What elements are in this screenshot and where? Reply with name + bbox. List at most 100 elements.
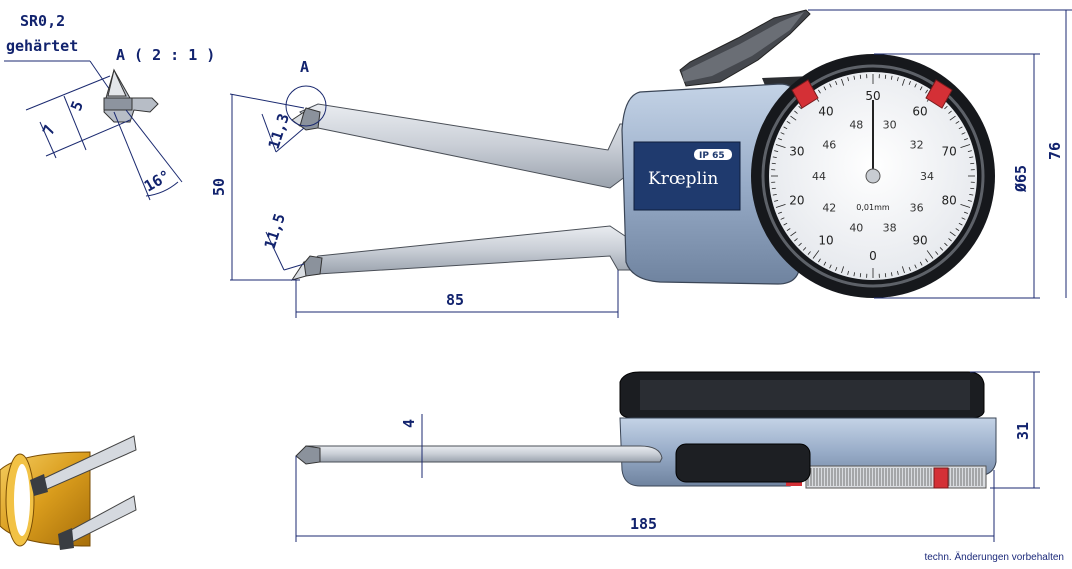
dial-tick (890, 272, 893, 277)
dial-tick (853, 272, 856, 277)
dim-diameter-label: Ø65 (1012, 165, 1030, 193)
dial-tick (944, 242, 948, 247)
dial-tick (829, 83, 832, 88)
dial-tick (939, 247, 944, 251)
ip-badge (694, 149, 732, 160)
detail-circle (285, 85, 327, 127)
dial-outer-number: 90 (912, 234, 927, 248)
dial-tick (771, 162, 776, 165)
dial-inner-number: 48 (849, 119, 863, 132)
dial-outer-number: 30 (789, 144, 804, 158)
dial-tick (919, 86, 923, 91)
dial-outer-number: 40 (818, 104, 833, 118)
dial-tick (935, 251, 939, 255)
dial-tick (961, 217, 966, 220)
dial-tick (786, 228, 791, 231)
tip-radius-label: SR0,2 (20, 12, 65, 30)
dim-11-5-label: 11,5 (261, 211, 289, 251)
dial-inner-number: 30 (883, 119, 897, 132)
detail-view-a: SR0,2 gehärtet A ( 2 : 1 ) 5 7 16° (4, 12, 215, 201)
dial-outer-number: 50 (865, 89, 880, 103)
dial-inner-number: 36 (910, 202, 924, 215)
dial-tick (783, 222, 788, 226)
dial-ticks (771, 74, 975, 278)
dial-tick (963, 138, 968, 141)
dial-tick (823, 86, 827, 91)
dial-inner-number: 32 (910, 138, 924, 151)
dimension-line (113, 111, 151, 201)
dial-outer-number: 0 (869, 249, 877, 263)
dial-tick (775, 144, 786, 148)
dial-tick (958, 222, 963, 226)
dial-tick (914, 264, 917, 269)
dial-tick (901, 266, 905, 274)
dial-outer-number: 60 (912, 104, 927, 118)
dial-tick (960, 144, 971, 148)
detail-marker-label: A (300, 58, 309, 76)
dimension-line (39, 121, 57, 159)
usage-illustration (0, 435, 137, 550)
dial-tick (847, 77, 850, 82)
dim-76-label: 76 (1046, 142, 1064, 160)
dial-tick (783, 126, 788, 130)
dial-tick (798, 105, 802, 110)
dial-inner-number: 44 (812, 170, 826, 183)
dial-inner-number: 40 (849, 221, 863, 234)
dimension-line (275, 127, 305, 153)
dial-tick (780, 132, 785, 135)
inserted-tip-upper (30, 474, 48, 496)
dial-tick (847, 270, 850, 275)
dial-tick (823, 261, 827, 266)
dial-tick (853, 75, 856, 80)
dimension-line (229, 93, 305, 109)
side-arm (305, 445, 663, 463)
dial-tick (908, 81, 911, 86)
dial-tick (969, 193, 974, 196)
tolerance-marker-left (791, 79, 819, 109)
dimension-line (25, 75, 111, 111)
dial-tick (963, 211, 968, 214)
dial-tick (802, 247, 807, 251)
dim-85-label: 85 (446, 291, 464, 309)
dimension-line (265, 231, 285, 271)
side-view: 4 31 185 (295, 371, 1040, 542)
dial-tick (967, 199, 972, 202)
tolerance-marker-right (925, 79, 953, 109)
side-lever (675, 443, 811, 483)
dial-tick (780, 217, 785, 220)
dial-tick (790, 231, 797, 237)
dial-tick (969, 156, 974, 159)
dial-tick (774, 150, 779, 153)
dial-tick (778, 138, 783, 141)
dial-tick (914, 83, 917, 88)
dial-tick (955, 228, 960, 231)
dial-tick (970, 162, 975, 165)
tip-collar (103, 97, 133, 111)
dial-tick (908, 266, 911, 271)
dial-tick (841, 78, 845, 86)
dimension-line (283, 263, 305, 271)
dial-tick (859, 74, 862, 79)
dial-tick (771, 187, 776, 190)
knurl-ticks (807, 468, 983, 486)
dial-tick (818, 258, 821, 263)
dial-tick (896, 77, 899, 82)
lower-tip-point (290, 260, 307, 281)
dial-tick (949, 115, 956, 121)
dial-tick (948, 110, 952, 114)
dial-tick (778, 211, 783, 214)
upper-arm (299, 103, 637, 189)
tip-point (107, 68, 127, 97)
pointer-hub (865, 168, 881, 184)
dial-tick (958, 126, 963, 130)
dial-tick (794, 110, 798, 114)
dial-tick (774, 199, 779, 202)
dial-tick (967, 150, 972, 153)
dial-outer-number: 70 (941, 144, 956, 158)
dial-tick (772, 193, 777, 196)
dial-tick (961, 132, 966, 135)
knurled-ring (805, 465, 987, 489)
dimension-line (45, 119, 131, 157)
